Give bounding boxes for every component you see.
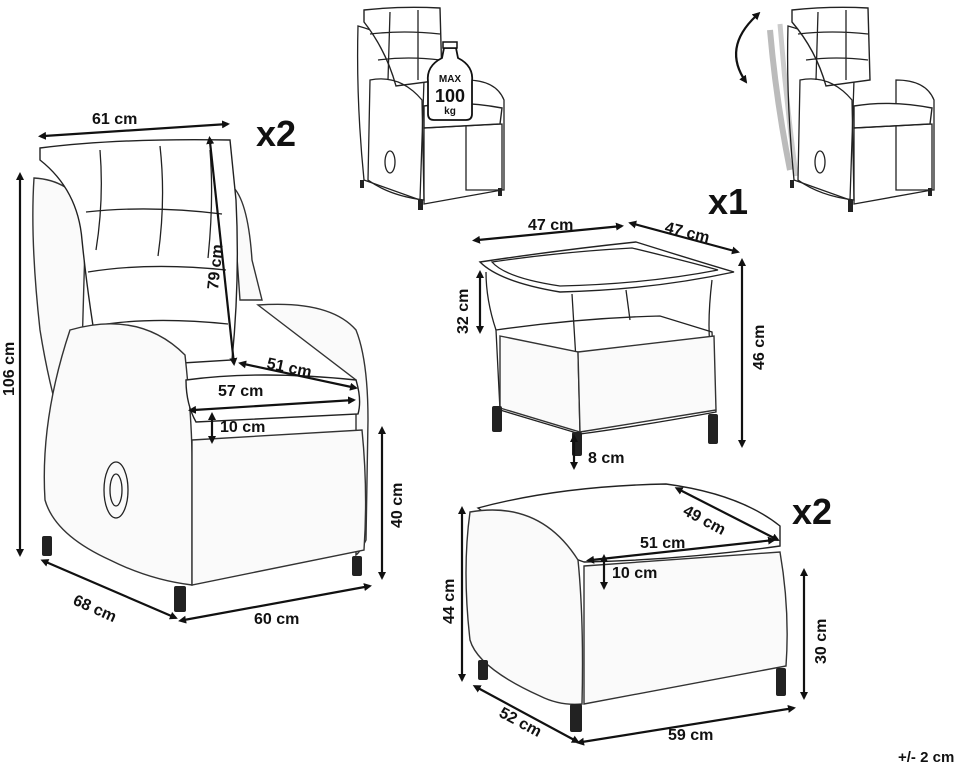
recline-arrow-icon: [734, 11, 761, 84]
tolerance-note: +/- 2 cm: [898, 749, 954, 766]
table-height-label: 46 cm: [751, 325, 768, 370]
load-badge-line1: MAX: [439, 74, 462, 85]
chair-depth-label: 68 cm: [70, 592, 118, 626]
chair-seat-height-label: 40 cm: [389, 483, 406, 528]
chair-width-label: 61 cm: [92, 111, 137, 128]
chair-seat-width-label: 57 cm: [218, 383, 263, 400]
table-shelf-label: 32 cm: [455, 289, 472, 334]
footstool-width-label: 59 cm: [668, 727, 713, 744]
chair-drawing: [32, 138, 369, 612]
chair-cushion-label: 10 cm: [220, 419, 265, 436]
chair-height-label: 106 cm: [1, 342, 18, 396]
footstool-top-depth-line: [674, 487, 780, 541]
chair-seat-depth-line: [238, 360, 358, 391]
table-depth-label: 47 cm: [663, 219, 711, 246]
weight-icon: MAX 100 kg: [426, 41, 474, 121]
load-badge-line3: kg: [444, 106, 456, 117]
chair-seat-width-line: [188, 396, 356, 414]
load-badge-line2: 100: [435, 86, 465, 106]
chair-quantity: x2: [256, 113, 296, 154]
chair-front-width-line: [178, 583, 372, 624]
chair-width-line: [38, 120, 230, 140]
footstool-depth-line: [472, 685, 580, 743]
table-drawing: [478, 241, 735, 456]
footstool-top-width-line: [586, 536, 776, 564]
footstool-base-label: 30 cm: [813, 619, 830, 664]
footstool-top-width-label: 51 cm: [640, 535, 685, 552]
chair-front-width-label: 60 cm: [254, 611, 299, 628]
chair-depth-line: [40, 559, 178, 620]
footstool-cushion-label: 10 cm: [612, 565, 657, 582]
footstool-quantity: x2: [792, 491, 832, 532]
chair-backrest-label: 79 cm: [205, 244, 227, 291]
table-depth-line: [628, 220, 740, 255]
table-width-label: 47 cm: [528, 217, 573, 234]
footstool-height-label: 44 cm: [441, 579, 458, 624]
table-quantity: x1: [708, 181, 748, 222]
table-leg-label: 8 cm: [588, 450, 624, 467]
chair-backrest-line: [206, 136, 238, 366]
chair-recline-thumbnail: [767, 6, 935, 212]
table-width-line: [472, 222, 624, 244]
footstool-width-line: [576, 705, 796, 746]
